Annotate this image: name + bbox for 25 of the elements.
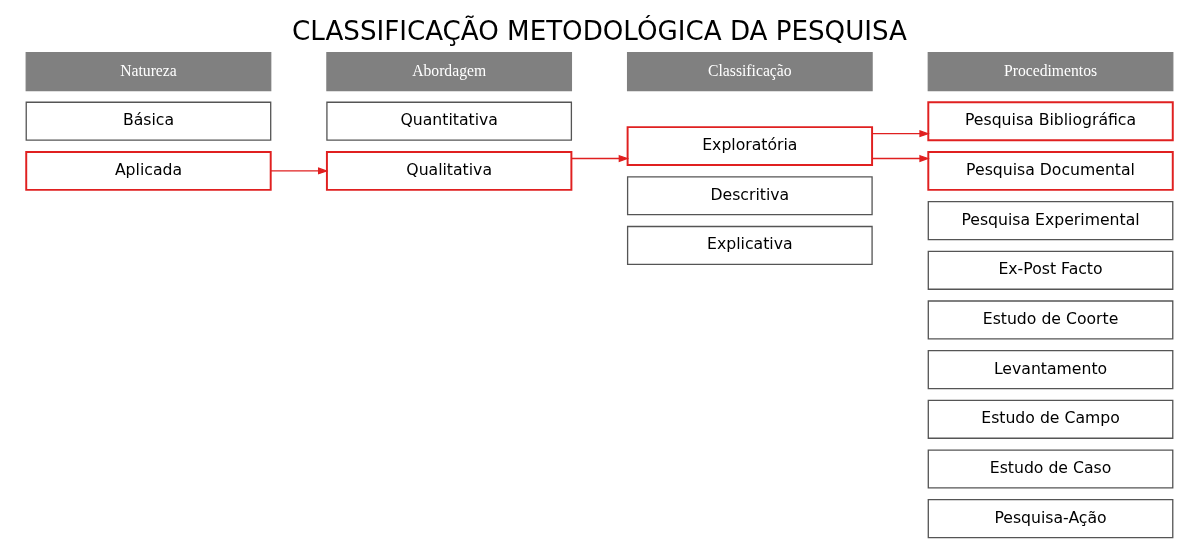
node-box: Ex-Post Facto [927,250,1174,290]
node-box: Explicativa [626,225,873,266]
node-box: Procedimentos [927,51,1174,92]
node-box: Qualitativa [325,151,573,191]
node-box: Estudo de Campo [927,399,1174,439]
node-box: Aplicada [25,151,272,191]
node-box: Classificação [626,51,873,92]
node-box: Exploratória [626,126,874,166]
node-box: Estudo de Caso [927,449,1174,489]
node-box: Levantamento [927,350,1174,390]
node-box: Pesquisa Experimental [927,201,1174,241]
node-box: Pesquisa Documental [927,151,1174,191]
arrow [570,154,630,163]
node-box: Quantitativa [326,101,573,141]
diagram-title: CLASSIFICAÇÃO METODOLÓGICA DA PESQUISA [292,15,907,46]
node-box: Pesquisa Bibliográfica [927,101,1174,142]
arrow [270,167,329,175]
node-box: Estudo de Coorte [927,300,1174,340]
node-box: Abordagem [326,51,573,92]
node-box: Pesquisa-Ação [927,499,1174,539]
node-box: Básica [25,101,272,141]
arrow [871,130,930,138]
node-box: Descritiva [626,176,873,216]
arrow [871,154,930,163]
node-box: Natureza [25,51,272,92]
